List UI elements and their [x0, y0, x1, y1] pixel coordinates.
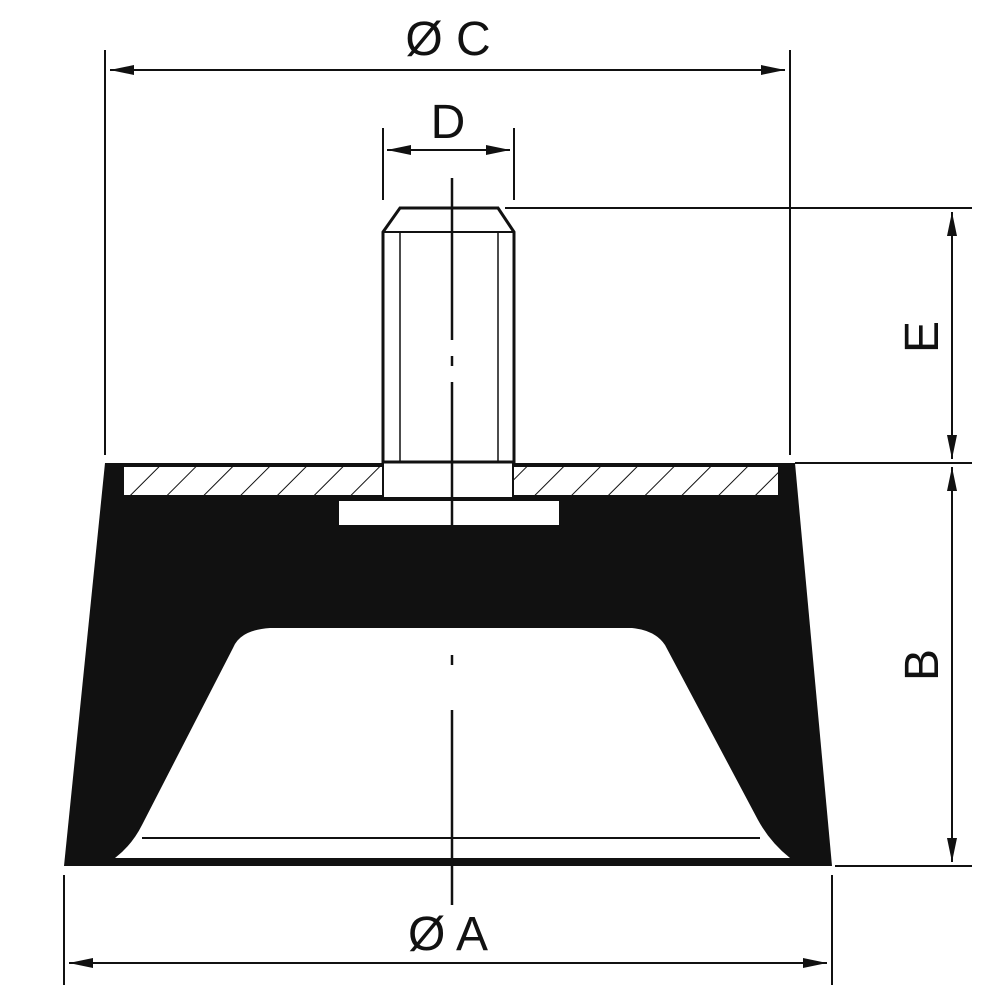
dimension-e — [505, 207, 972, 464]
dimension-c — [104, 50, 791, 455]
label-d: D — [431, 96, 466, 149]
dimension-b — [835, 467, 972, 867]
dimension-d — [382, 128, 515, 200]
embedded-washer — [337, 499, 561, 527]
threaded-stud — [381, 206, 516, 464]
dimension-a — [63, 875, 833, 985]
label-diameter-c: Ø C — [405, 13, 490, 66]
label-diameter-a: Ø A — [408, 908, 488, 961]
label-b: B — [896, 649, 949, 681]
label-e: E — [896, 321, 949, 353]
